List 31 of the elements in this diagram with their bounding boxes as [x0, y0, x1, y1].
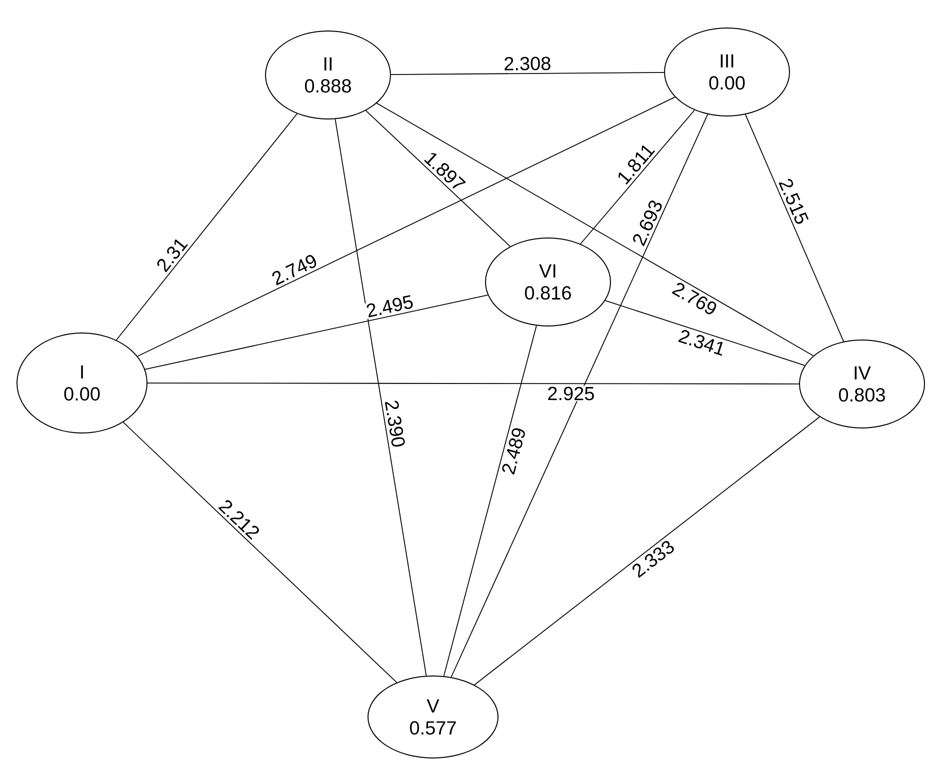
connector-line — [116, 113, 298, 340]
connector-line — [144, 294, 488, 370]
connector-line — [122, 422, 398, 683]
connector-line — [137, 96, 676, 357]
connector-line — [604, 300, 806, 366]
ellipse-node: V 0.577 — [368, 676, 498, 758]
connector-line — [580, 110, 695, 244]
edge-label: 2.769 — [670, 280, 720, 318]
edge-label: 2.489 — [500, 424, 528, 477]
connector-line — [334, 118, 427, 676]
edge-label: 2.693 — [630, 197, 665, 249]
edge-label: 2.515 — [776, 176, 811, 228]
ellipse-node: II 0.888 — [265, 30, 391, 120]
ellipse-node: I 0.00 — [16, 332, 148, 434]
edge-label: 2.390 — [383, 398, 407, 450]
connector-line — [474, 416, 820, 686]
ellipse-node: III 0.00 — [664, 28, 790, 116]
connector-line — [390, 72, 664, 75]
connector-line — [365, 110, 511, 247]
connector-line — [744, 114, 844, 342]
connector-line — [443, 325, 537, 677]
connector-line — [376, 102, 814, 356]
edge-label: 2.341 — [676, 327, 728, 358]
connector-line — [147, 382, 800, 384]
edge-label: 2.308 — [502, 56, 552, 72]
edge-label: 2.495 — [364, 293, 416, 319]
edge-label: 2.925 — [546, 386, 596, 402]
ellipse-node: IV 0.803 — [799, 340, 925, 428]
ellipse-node: VI 0.816 — [485, 238, 611, 326]
edge-label: 2.749 — [268, 252, 320, 288]
connector-line — [450, 114, 708, 678]
